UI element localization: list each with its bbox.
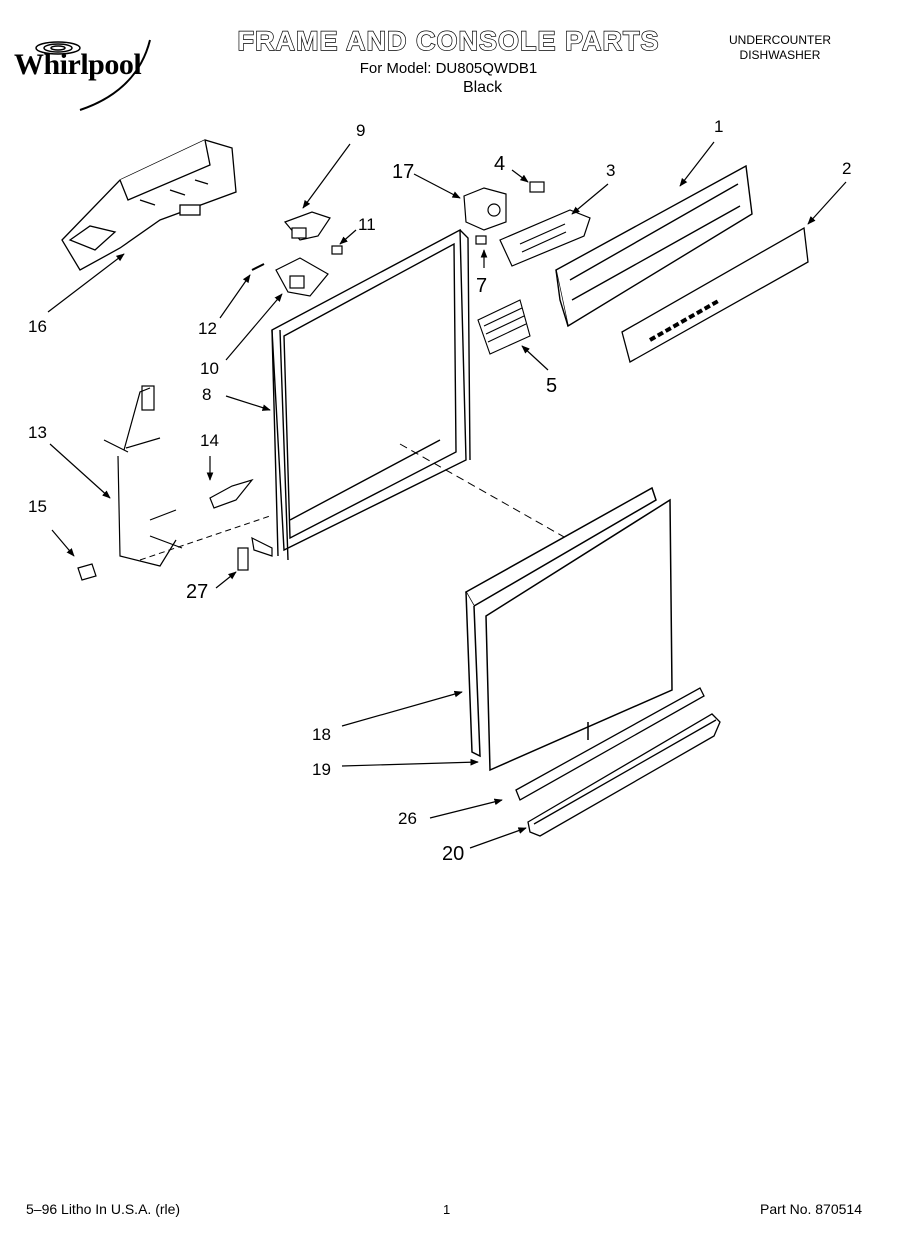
callout-14: 14	[200, 431, 219, 450]
part-9-bracket	[283, 211, 331, 241]
callout-8: 8	[202, 385, 211, 404]
callout-26: 26	[398, 809, 417, 828]
callout-15: 15	[28, 497, 47, 516]
callout-10: 10	[200, 359, 219, 378]
part-5-switch-pack	[477, 299, 531, 355]
footer-part-number: Part No. 870514	[760, 1201, 862, 1217]
page-title: FRAME AND CONSOLE PARTS	[237, 25, 660, 56]
part-4-knob	[529, 181, 545, 193]
part-17-switch-bracket	[463, 187, 507, 231]
part-2-panel-trim	[621, 226, 809, 363]
part-19-door-panel-insert	[485, 498, 673, 772]
callout-16: 16	[28, 317, 47, 336]
appliance-type-line1: UNDERCOUNTER	[729, 33, 831, 47]
callout-12: 12	[198, 319, 217, 338]
callout-13: 13	[28, 423, 47, 442]
appliance-type-line2: DISHWASHER	[739, 48, 821, 62]
part-10-bracket	[275, 257, 329, 297]
footer-page-number: 1	[443, 1202, 451, 1217]
part-15-screw	[77, 563, 97, 581]
part-20-toe-trim	[527, 713, 721, 837]
callout-20: 20	[442, 843, 464, 865]
part-11-connector	[331, 245, 343, 255]
callout-17: 17	[392, 161, 414, 183]
callout-7: 7	[476, 275, 487, 297]
part-16-console-housing	[61, 139, 237, 271]
part-3-control-module	[499, 209, 591, 267]
part-12-clip	[251, 263, 265, 271]
part-14-sensor	[209, 478, 254, 509]
callout-2: 2	[842, 159, 851, 178]
model-line: For Model: DU805QWDB1	[359, 60, 538, 77]
callout-11: 11	[358, 215, 376, 234]
part-18-door-panel	[464, 486, 657, 758]
callout-4: 4	[494, 153, 505, 175]
callout-1: 1	[714, 117, 723, 136]
callout-9: 9	[356, 121, 365, 140]
part-7-screw	[475, 235, 487, 245]
callout-5: 5	[546, 375, 557, 397]
color-line: Black	[462, 79, 503, 96]
part-26-bottom-trim	[515, 687, 705, 801]
footer-print-info: 5–96 Litho In U.S.A. (rle)	[26, 1201, 181, 1217]
part-8-door-frame	[271, 228, 471, 561]
brand-logo: Whirlpool	[14, 48, 142, 81]
part-27-clip	[237, 536, 273, 571]
callout-19: 19	[312, 760, 331, 779]
callout-27: 27	[186, 581, 208, 603]
callout-3: 3	[606, 161, 615, 180]
part-13-wire-harness	[103, 385, 183, 567]
callout-18: 18	[312, 725, 331, 744]
whirlpool-swirl-icon	[35, 39, 151, 111]
part-1-console-panel	[555, 164, 753, 328]
